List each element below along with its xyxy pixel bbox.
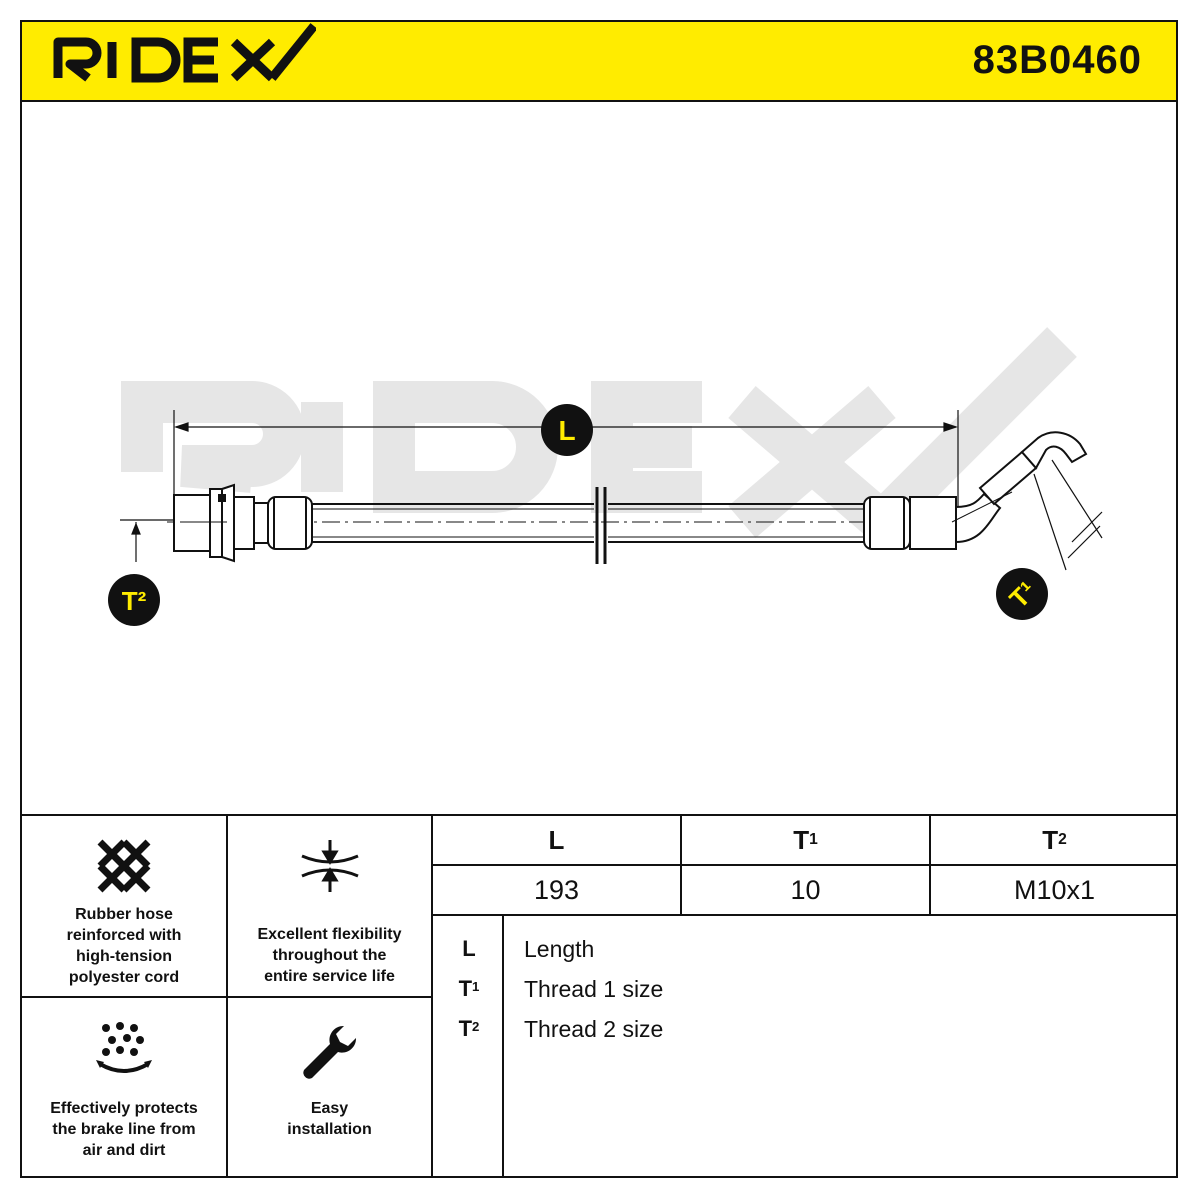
thread1-dimension — [1033, 459, 1103, 571]
length-badge-label: L — [558, 415, 575, 446]
thread2-badge-label: T² — [122, 586, 147, 616]
grid-line — [431, 816, 433, 1178]
spec-value-length: 193 — [533, 874, 580, 905]
hose-drawing: L T² T¹ — [22, 102, 1178, 814]
feature-easy-installation: Easy installation — [228, 998, 431, 1178]
grid-line — [431, 914, 1178, 916]
thread2-dimension — [120, 519, 174, 562]
right-fitting — [863, 431, 1088, 550]
info-section: Rubber hose reinforced with high-tension… — [22, 814, 1178, 1178]
ridex-watermark — [121, 327, 1077, 538]
left-fitting — [173, 483, 313, 563]
break-mark — [595, 487, 607, 564]
thread1-badge: T¹ — [996, 568, 1048, 620]
legend-key-thread1: T1 — [458, 976, 480, 1001]
braided-cord-icon — [94, 836, 154, 901]
thread2-badge: T² — [108, 574, 160, 626]
hose-tube — [312, 503, 864, 543]
legend-text-thread1: Thread 1 size — [524, 976, 664, 1002]
legend-text-thread2: Thread 2 size — [524, 1016, 664, 1042]
spec-header-length: L — [548, 824, 565, 855]
grid-line — [22, 996, 431, 998]
feature-braided-cord: Rubber hose reinforced with high-tension… — [22, 816, 226, 996]
grid-line — [431, 864, 1178, 866]
feature-flexibility: Excellent flexibility throughout the ent… — [228, 816, 431, 996]
legend-key-thread2: T2 — [458, 1016, 480, 1041]
particles-shield-icon — [94, 1020, 154, 1083]
grid-line — [502, 914, 504, 1178]
ridex-logo — [46, 18, 318, 103]
spec-value-thread2: M10x1 — [1013, 874, 1096, 905]
legend-text-length: Length — [524, 936, 595, 962]
header-bar: 83B0460 — [22, 22, 1176, 102]
flexibility-arrows-icon — [300, 838, 360, 899]
feature-protection: Effectively protects the brake line from… — [22, 998, 226, 1178]
wrench-icon — [300, 1022, 360, 1087]
part-number: 83B0460 — [972, 38, 1142, 82]
spec-value-thread1: 10 — [790, 874, 821, 905]
datasheet-frame: 83B0460 — [20, 20, 1178, 1178]
length-badge: L — [541, 404, 593, 456]
legend-key-length: L — [462, 936, 476, 961]
